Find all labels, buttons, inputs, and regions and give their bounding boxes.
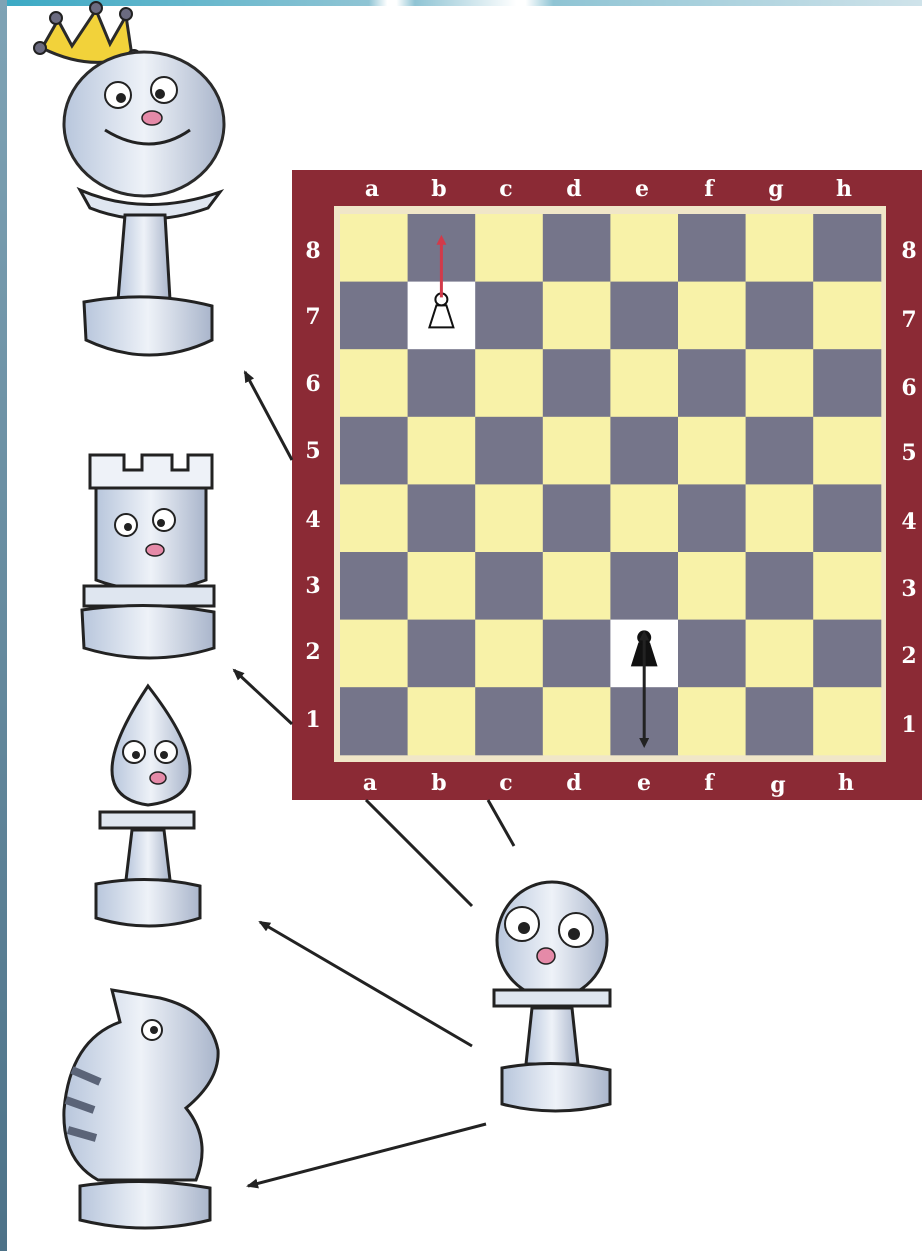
arrow-to-rook-icon [234, 670, 292, 724]
arrow-line-a [366, 800, 472, 906]
bishop-piece-icon [96, 686, 200, 926]
arrow-line-b [488, 800, 514, 846]
queen-piece-icon [34, 2, 224, 355]
arrow-to-bishop-icon [260, 922, 472, 1046]
arrow-to-queen-icon [245, 372, 292, 460]
rook-piece-icon [82, 455, 214, 658]
arrow-to-knight-icon [248, 1124, 486, 1186]
promotion-arrows [234, 372, 514, 1186]
knight-piece-icon [64, 990, 218, 1228]
pawn-piece-icon [494, 882, 610, 1111]
